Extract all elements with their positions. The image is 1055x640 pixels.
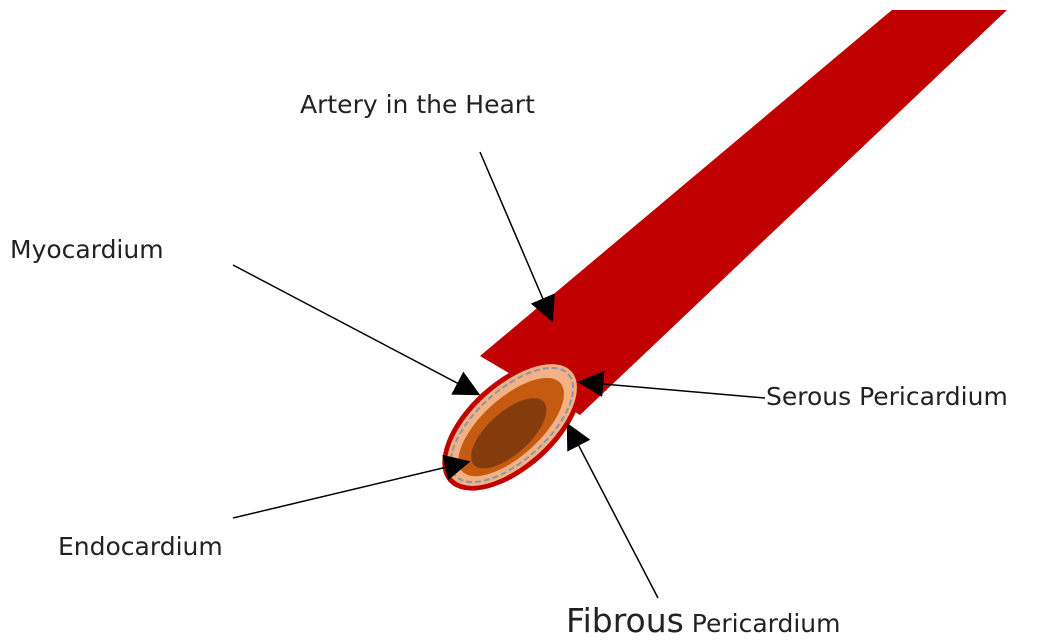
fibrous-word: Fibrous [566,601,684,640]
artery-label: Artery in the Heart [300,92,535,117]
artery-tube [480,10,1007,415]
myocardium-label: Myocardium [10,237,164,262]
serous-pericardium-label: Serous Pericardium [766,384,1008,409]
endocardium-label: Endocardium [58,534,223,559]
fibrous-pericardium-label: Fibrous Pericardium [566,604,841,637]
artery-arrow [480,152,552,320]
fibrous-pericardium-arrow [568,425,658,598]
endocardium-arrow [233,462,468,518]
serous-pericardium-arrow [580,382,765,398]
myocardium-arrow [233,265,478,394]
pericardium-word: Pericardium [692,609,841,638]
